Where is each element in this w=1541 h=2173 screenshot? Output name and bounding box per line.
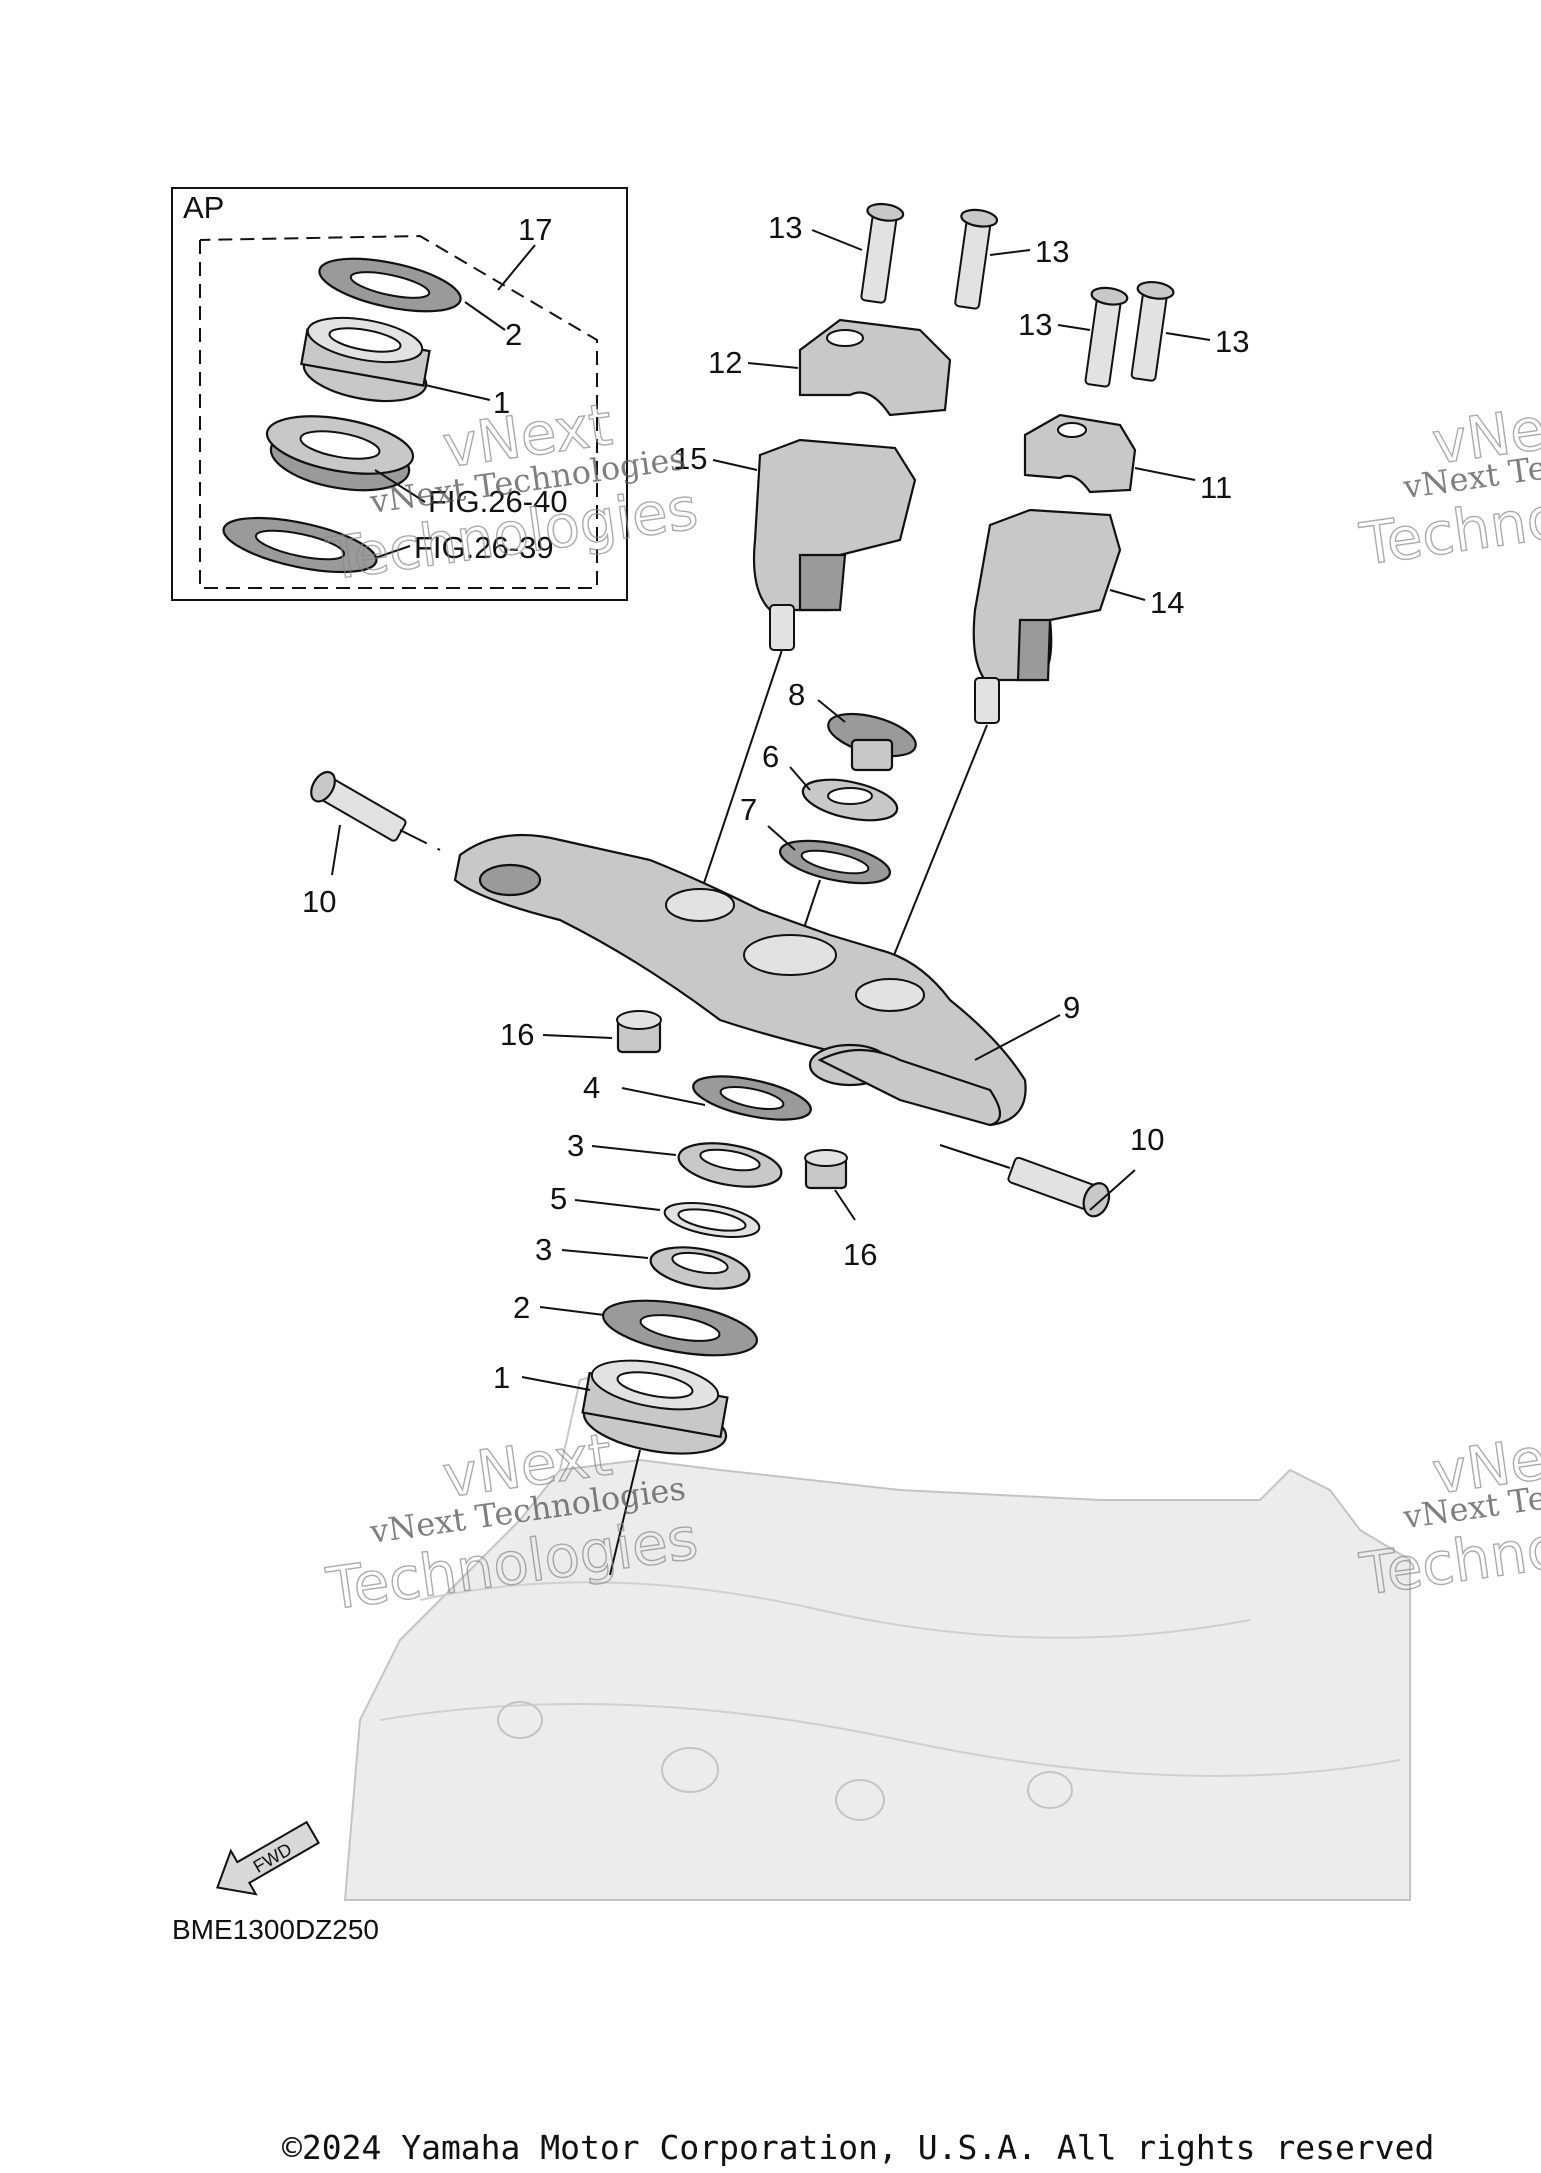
callout-1-lower: 1: [493, 1360, 510, 1395]
callout-4: 4: [583, 1070, 600, 1105]
nuts-16: 16 16: [500, 1010, 877, 1272]
callout-3-lower: 3: [535, 1232, 552, 1267]
fig-ref-26-40: FIG.26-40: [428, 484, 568, 519]
fig-ref-26-39: FIG.26-39: [414, 530, 554, 565]
callout-5: 5: [550, 1181, 567, 1216]
inset-box: AP 17 2 1 FIG.26-40 FIG.26-39: [171, 187, 628, 601]
upper-triple-clamp: 9: [453, 833, 1080, 1127]
lower-bearing-stack: 4 3 5 3 2 1: [493, 1070, 812, 1576]
handlebar-clamps: 12 11: [708, 318, 1232, 505]
callout-9: 9: [1063, 990, 1080, 1025]
callout-10-right: 10: [1130, 1122, 1164, 1157]
diagram-code: BME1300DZ250: [172, 1914, 380, 1945]
callout-1-inset: 1: [493, 385, 510, 420]
watermark-line2: vNext: [1428, 1417, 1541, 1508]
callout-16-left: 16: [500, 1017, 534, 1052]
callout-15: 15: [673, 441, 707, 476]
copyright-notice: ©2024 Yamaha Motor Corporation, U.S.A. A…: [282, 2128, 1435, 2167]
steering-stem-nut-parts: 8 6 7: [740, 677, 917, 956]
callout-6: 6: [762, 739, 779, 774]
forward-arrow-icon: FWD: [216, 1820, 320, 1896]
inset-label: AP: [183, 190, 224, 225]
callout-13-a: 13: [768, 210, 802, 245]
callout-13-d: 13: [1215, 324, 1249, 359]
callout-13-b: 13: [1035, 234, 1069, 269]
bolts-13: 13 13 13 13: [768, 202, 1249, 388]
callout-12: 12: [708, 345, 742, 380]
clamp-bolts-10: 10 10: [302, 770, 1164, 1218]
watermark-line2: vNext: [1428, 387, 1541, 478]
callout-16-right: 16: [843, 1237, 877, 1272]
callout-2-inset: 2: [505, 317, 522, 352]
callout-2-lower: 2: [513, 1290, 530, 1325]
callout-3-upper: 3: [567, 1128, 584, 1163]
callout-13-c: 13: [1018, 307, 1052, 342]
callout-8: 8: [788, 677, 805, 712]
callout-10-left: 10: [302, 884, 336, 919]
handlebar-risers: 15 14: [673, 438, 1184, 966]
callout-17: 17: [518, 212, 552, 247]
callout-7: 7: [740, 792, 757, 827]
callout-11: 11: [1200, 470, 1232, 505]
callout-14: 14: [1150, 585, 1184, 620]
